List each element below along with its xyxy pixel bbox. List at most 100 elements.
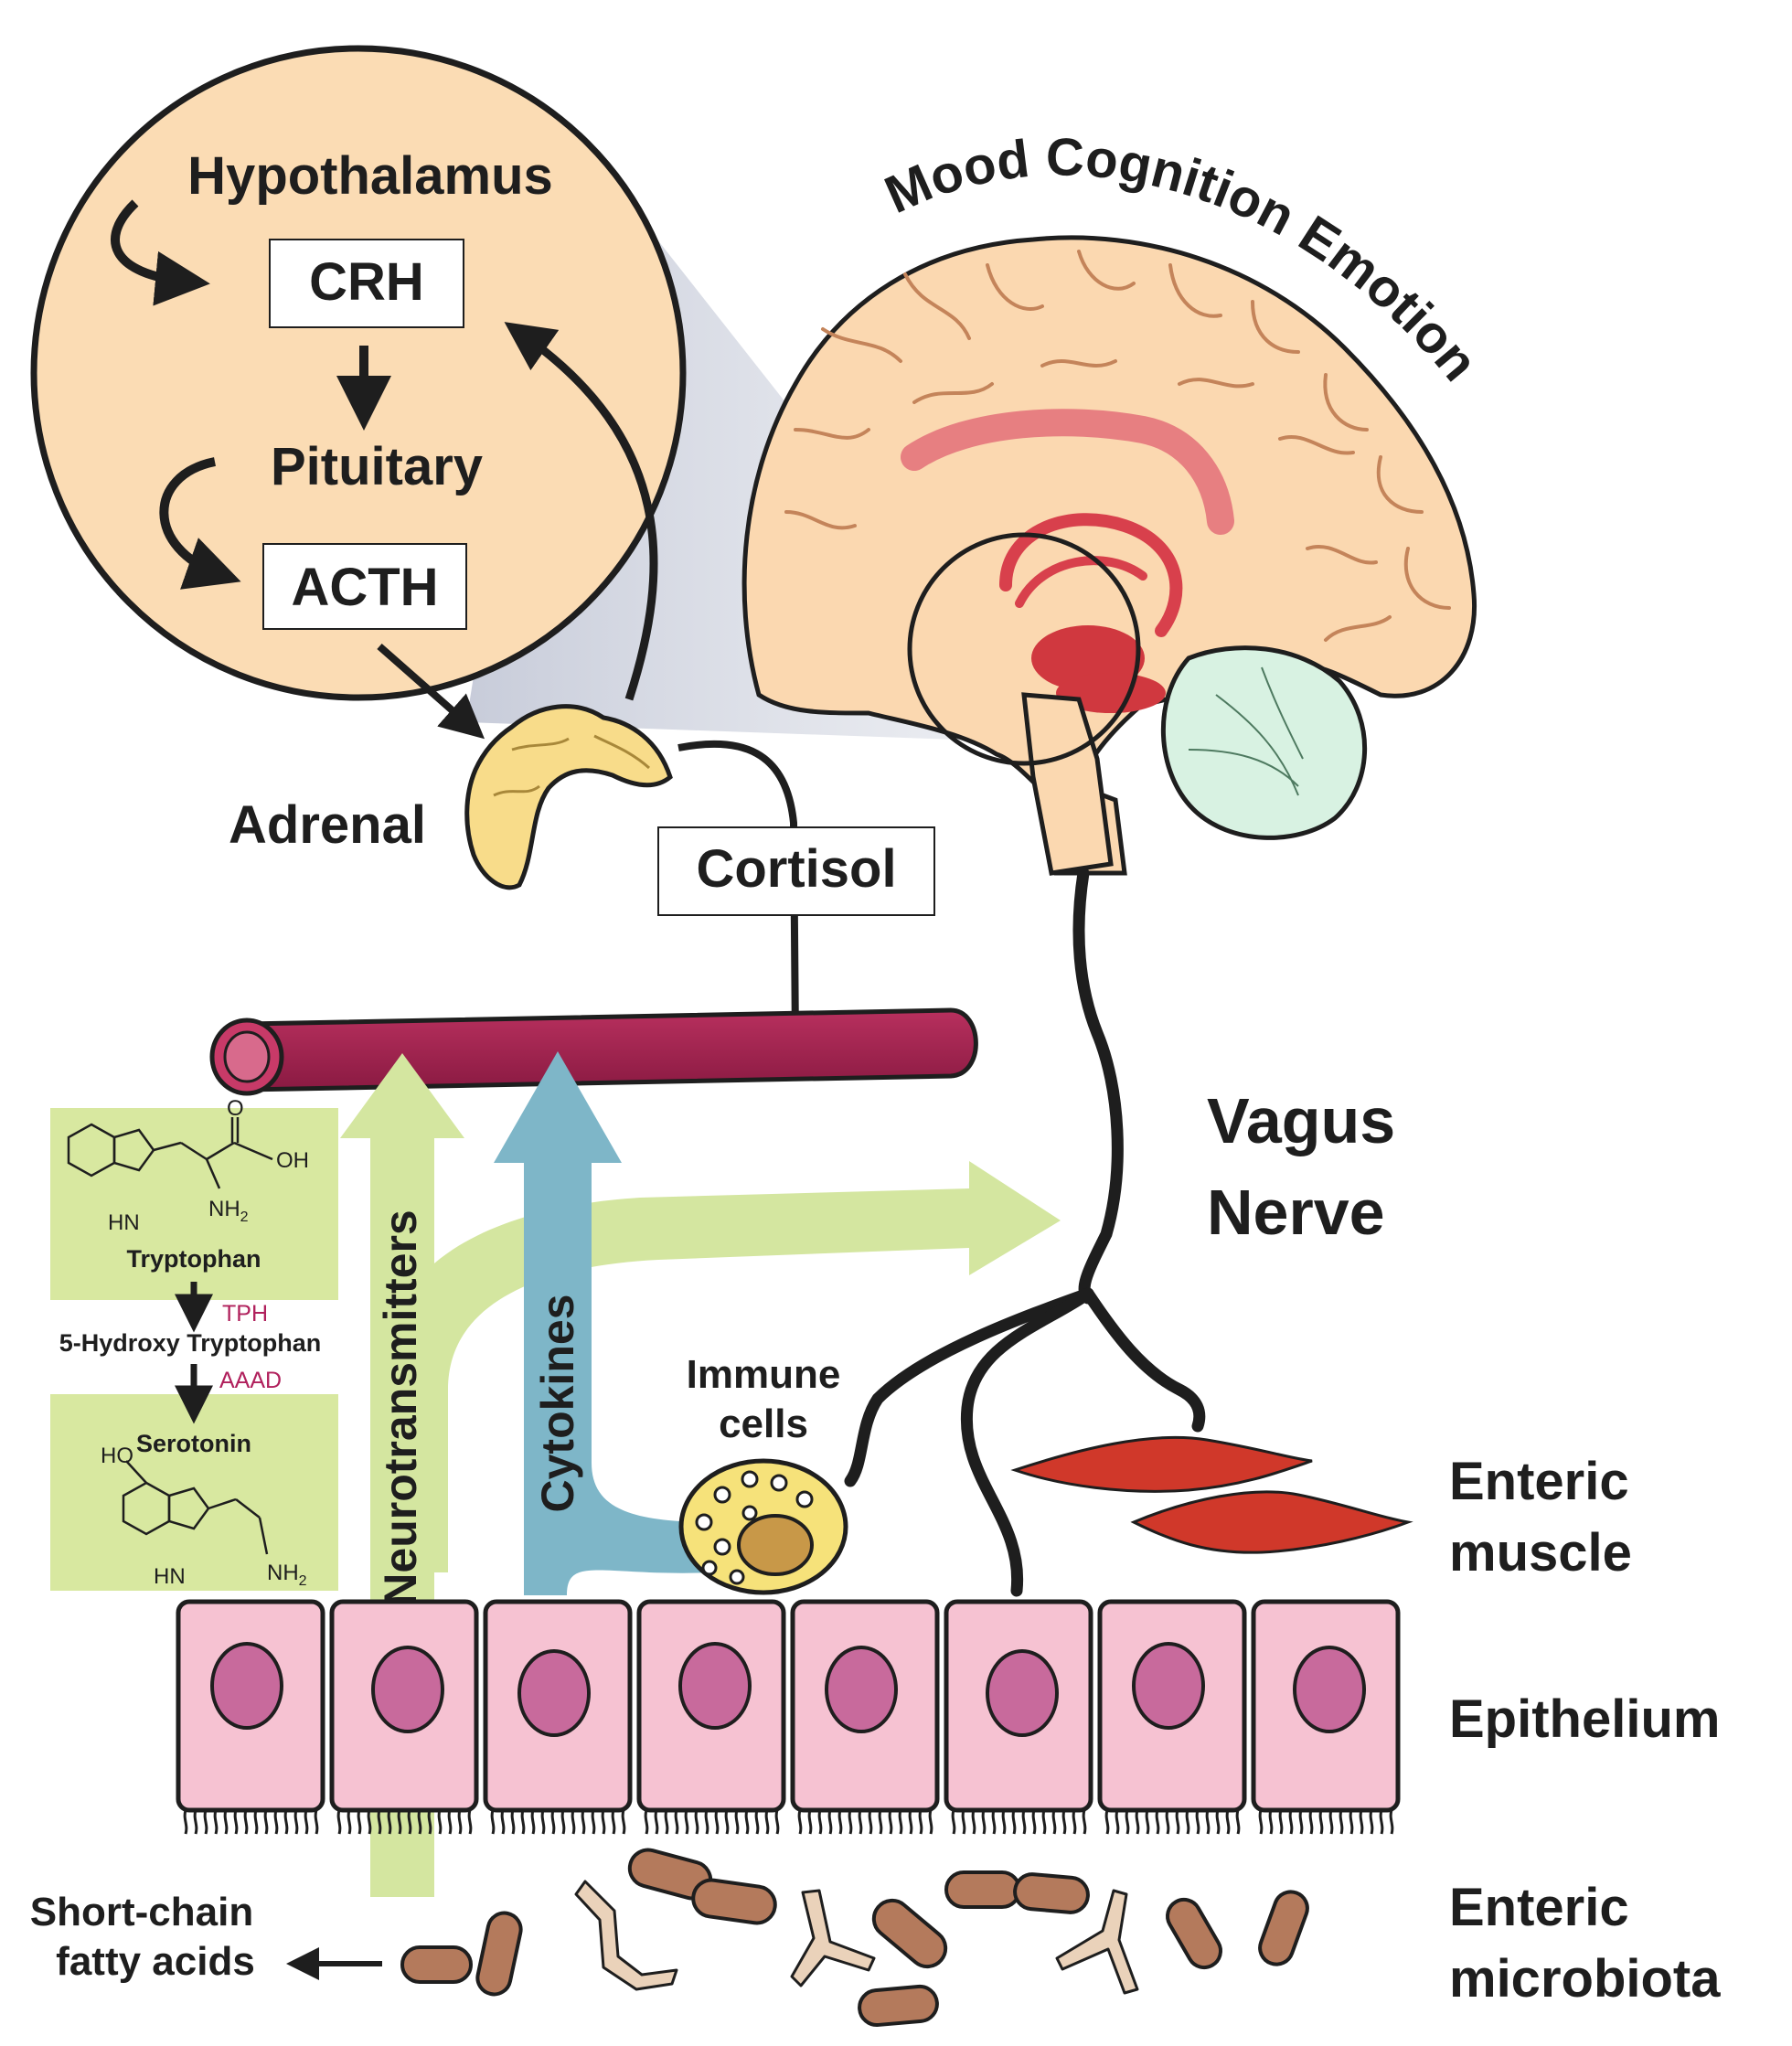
cell-nucleus bbox=[986, 1649, 1059, 1737]
brain-gyri bbox=[784, 250, 1451, 642]
cell-nucleus bbox=[210, 1642, 283, 1730]
epithelial-cell bbox=[636, 1599, 786, 1835]
cerebellum bbox=[1160, 645, 1367, 840]
tryptophan-nh2-label: NH2 bbox=[208, 1197, 249, 1225]
immune-cell: Immune cells bbox=[678, 1352, 848, 1595]
acth-to-adrenal-arrow bbox=[377, 643, 485, 740]
microvilli bbox=[951, 1809, 1087, 1835]
crh-box bbox=[269, 239, 464, 328]
serotonin-structure bbox=[122, 1460, 269, 1555]
epithelial-cell bbox=[1251, 1599, 1401, 1835]
enteric-muscle-label-line1: Enteric bbox=[1449, 1452, 1629, 1511]
epithelial-cell bbox=[176, 1599, 325, 1835]
scfa-label-line1: Short-chain bbox=[30, 1890, 253, 1934]
cytokines-label: Cytokines bbox=[532, 1295, 583, 1513]
enteric-microbiota-label-line2: microbiota bbox=[1449, 1949, 1721, 2009]
epithelial-cell bbox=[483, 1599, 633, 1835]
microvilli bbox=[1258, 1809, 1394, 1835]
bacterium bbox=[1013, 1872, 1090, 1914]
acth-box bbox=[262, 543, 467, 630]
immune-label-line1: Immune bbox=[687, 1352, 841, 1397]
adrenal-shape bbox=[464, 704, 673, 890]
microvilli bbox=[797, 1809, 933, 1835]
hypothalamus-label: Hypothalamus bbox=[187, 146, 553, 206]
serotonin-ho-label: HO bbox=[101, 1444, 133, 1468]
tryptophan-label: Tryptophan bbox=[127, 1245, 261, 1273]
blood-vessel bbox=[209, 1007, 978, 1096]
bacterium bbox=[691, 1878, 777, 1925]
cytokines-arrow-group: Cytokines bbox=[494, 1051, 713, 1595]
epithelial-cell bbox=[944, 1599, 1093, 1835]
scfa-label-line2: fatty acids bbox=[56, 1939, 255, 1984]
vagus-label-line1: Vagus bbox=[1207, 1085, 1395, 1156]
bifidobacterium bbox=[574, 1880, 678, 1991]
serotonin-pathway: O OH NH2 HN Tryptophan TPH 5-Hydroxy Try… bbox=[50, 1096, 338, 1591]
cytokines-arrow bbox=[494, 1051, 713, 1595]
immune-cell-nucleus bbox=[737, 1514, 814, 1576]
tryptophan-oh-label: OH bbox=[276, 1148, 309, 1173]
hpa-axis-panel: Hypothalamus CRH Pituitary ACTH bbox=[30, 45, 687, 740]
vagus-branch-epithelium bbox=[960, 1287, 1094, 1597]
hypothalamus-zoom-circle bbox=[907, 532, 1141, 766]
acth-label: ACTH bbox=[291, 558, 438, 617]
bifidobacterium bbox=[1055, 1889, 1139, 1995]
tryptophan-hn-label: HN bbox=[108, 1210, 140, 1235]
pituitary-label: Pituitary bbox=[271, 437, 483, 496]
serotonin-hn-label: HN bbox=[154, 1564, 186, 1589]
pituitary-loop-arrow bbox=[159, 457, 241, 590]
epithelium-layer bbox=[176, 1599, 1401, 1835]
cell-nucleus bbox=[371, 1646, 444, 1733]
bifidobacteria bbox=[574, 1880, 1139, 1995]
hpa-circle bbox=[30, 45, 687, 701]
cortisol-pathway: Cortisol bbox=[657, 740, 935, 1060]
cortisol-feedback-arrow bbox=[504, 322, 658, 701]
bacterium bbox=[475, 1911, 523, 1997]
short-chain-fatty-acids: Short-chain fatty acids bbox=[30, 1890, 382, 1984]
microvilli bbox=[1104, 1809, 1241, 1835]
serotonin-nh2-label: NH2 bbox=[267, 1561, 307, 1589]
cingulate bbox=[901, 409, 1234, 535]
tryptophan-o-label: O bbox=[227, 1096, 244, 1121]
cell-nucleus bbox=[1293, 1646, 1366, 1733]
epithelial-cell bbox=[329, 1599, 479, 1835]
aaad-label: AAAD bbox=[219, 1368, 282, 1393]
brain: Mood Cognition Emotion bbox=[741, 127, 1489, 876]
hydroxy-tryptophan-label: 5-Hydroxy Tryptophan bbox=[59, 1329, 322, 1357]
cerebrum bbox=[741, 235, 1477, 876]
hippocampus bbox=[1056, 673, 1166, 713]
bacterium bbox=[400, 1945, 473, 1984]
bacterium bbox=[1166, 1897, 1222, 1970]
fornix bbox=[999, 513, 1183, 637]
tph-label: TPH bbox=[222, 1301, 268, 1327]
cell-nucleus bbox=[825, 1646, 898, 1733]
crh-label: CRH bbox=[309, 252, 424, 312]
enteric-microbiota-label-line1: Enteric bbox=[1449, 1878, 1629, 1937]
hypothalamus-loop-arrow bbox=[111, 199, 210, 306]
enteric-microbiota: Enteric microbiota bbox=[400, 1848, 1721, 2028]
vessel-tube bbox=[244, 1007, 978, 1092]
enteric-muscle: Enteric muscle bbox=[1010, 1435, 1632, 1582]
bifidobacterium bbox=[790, 1889, 876, 1987]
vagus-nerve bbox=[844, 867, 1206, 1597]
vagus-branch-muscle bbox=[1082, 1287, 1206, 1433]
muscle-cell-1 bbox=[1010, 1435, 1313, 1493]
hippocampal-arc bbox=[1015, 556, 1147, 608]
muscle-cell-2 bbox=[1130, 1490, 1413, 1554]
tryptophan-box bbox=[50, 1108, 338, 1300]
brainstem bbox=[1021, 692, 1114, 876]
vagus-branch-immune bbox=[844, 1287, 1094, 1487]
cell-nucleus bbox=[1132, 1642, 1205, 1730]
cell-nucleus bbox=[678, 1642, 752, 1730]
bacterium bbox=[944, 1870, 1021, 1909]
vagus-trunk bbox=[1072, 867, 1124, 1305]
vagus-label-line2: Nerve bbox=[1207, 1177, 1385, 1248]
microvilli bbox=[644, 1809, 780, 1835]
immune-label-line2: cells bbox=[719, 1401, 808, 1446]
rod-bacteria bbox=[400, 1848, 1309, 2028]
enteric-muscle-label-line2: muscle bbox=[1449, 1523, 1632, 1582]
epithelium-label: Epithelium bbox=[1449, 1689, 1720, 1749]
cell-nucleus bbox=[517, 1649, 591, 1737]
epithelial-cell bbox=[1097, 1599, 1247, 1835]
bacterium bbox=[1258, 1890, 1309, 1966]
